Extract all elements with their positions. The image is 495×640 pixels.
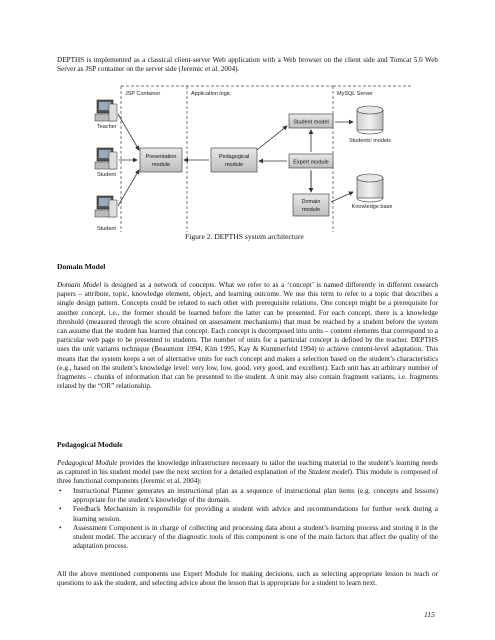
domain-model-paragraph: Domain Model is designed as a network of… (57, 281, 438, 391)
svg-text:Presentation: Presentation (146, 154, 177, 160)
mysql-server-label: MySQL Server (337, 91, 373, 97)
presentation-module-box: Presentation module (139, 147, 183, 173)
pedagogical-module-text-b: ). This module is composed of three func… (57, 468, 439, 486)
svg-text:Expert module: Expert module (293, 160, 328, 166)
domain-model-text: is designed as a network of concepts. Wh… (57, 281, 438, 391)
students-models-label: Students' models (349, 138, 391, 144)
architecture-diagram: JSP Container Application logic MySQL Se… (94, 85, 413, 232)
domain-module-box: Domain module (292, 193, 330, 217)
page-number: 115 (424, 610, 435, 619)
teacher-label: Teacher (97, 124, 117, 130)
closing-paragraph: All the above mentioned components use E… (57, 570, 438, 588)
component-list: •Instructional Planner generates an inst… (57, 487, 438, 551)
students-models-database-icon (356, 105, 384, 135)
svg-text:Domain: Domain (302, 199, 321, 205)
svg-text:module: module (152, 162, 170, 168)
knowledge-base-database-icon (356, 173, 384, 203)
list-item: •Assessment Component is in charge of co… (59, 523, 438, 551)
student-label: Student (97, 172, 116, 178)
pedagogical-module-box: Pedagogical module (210, 147, 258, 173)
section-heading-pedagogical-module: Pedagogical Module (57, 440, 123, 449)
section-heading-domain-model: Domain Model (57, 262, 106, 271)
pedagogical-module-text-a: provides the knowledge infrastructure ne… (57, 459, 438, 477)
svg-text:Student model: Student model (293, 120, 328, 126)
student-model-box: Student model (288, 113, 334, 129)
student-label-2: Student (97, 226, 116, 232)
student-model-reference: Student model (308, 468, 350, 477)
svg-text:module: module (225, 162, 243, 168)
figure-caption: Figure 2. DEPTHS system architecture (185, 232, 304, 241)
intro-paragraph: DEPTHS is implemented as a classical cli… (57, 56, 438, 74)
application-logic-label: Application logic (191, 91, 231, 97)
domain-model-lead: Domain Model (57, 281, 102, 289)
module-arrows (183, 119, 354, 203)
user-arrows (117, 113, 140, 207)
bullet-icon: • (59, 487, 62, 495)
student-computer-icon-2 (94, 195, 118, 218)
svg-text:module: module (302, 207, 320, 213)
list-item: •Instructional Planner generates an inst… (59, 487, 438, 505)
student-computer-icon (94, 147, 118, 170)
pedagogical-module-lead: Pedagogical Module (57, 459, 118, 467)
bullet-icon: • (59, 523, 62, 532)
list-item: •Feedback Mechanism is responsible for p… (59, 505, 438, 523)
bullet-icon: • (59, 505, 62, 514)
knowledge-base-label: Knowledge base (352, 204, 393, 210)
jsp-container-label: JSP Container (125, 91, 161, 97)
teacher-computer-icon (94, 99, 118, 122)
expert-module-box: Expert module (288, 153, 334, 169)
svg-text:Pedagogical: Pedagogical (219, 154, 249, 160)
pedagogical-module-paragraph: Pedagogical Module provides the knowledg… (57, 459, 438, 487)
